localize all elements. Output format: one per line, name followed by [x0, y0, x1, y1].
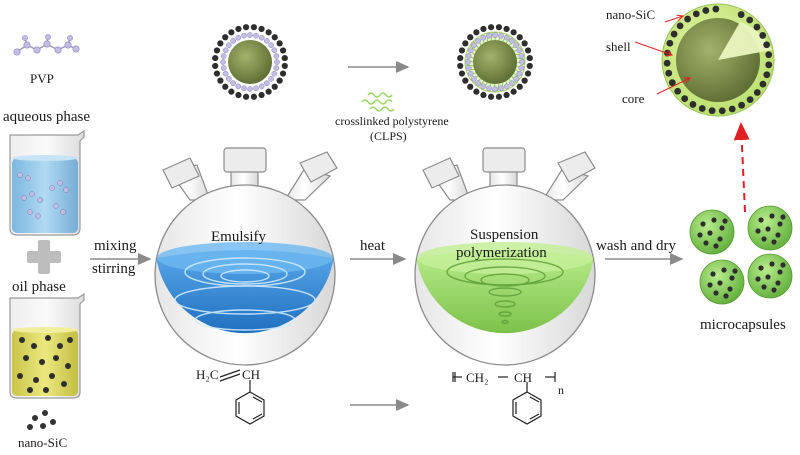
microcapsules-label: microcapsules	[700, 317, 786, 333]
heat-label: heat	[360, 238, 385, 254]
annotation-arrows	[634, 16, 690, 95]
shell-label: shell	[606, 39, 631, 54]
stirring-label: stirring	[92, 261, 136, 277]
suspension-label: Suspension	[470, 227, 539, 243]
pvp-molecule-icon	[13, 34, 80, 56]
styrene-structure	[219, 369, 265, 425]
pvp-stabilized-droplet	[212, 24, 288, 100]
clps-coated-droplet	[457, 24, 533, 100]
nano-sic-particles-icon	[27, 410, 56, 430]
polymer-n-label: n	[558, 383, 564, 397]
plus-icon	[27, 240, 61, 274]
oil-beaker	[9, 292, 85, 399]
monomer-h2c-label: H₂C	[196, 367, 219, 382]
polymerization-flask	[414, 147, 596, 366]
pvp-label: PVP	[30, 71, 54, 86]
nano-sic-top-label: nano-SiC	[606, 7, 656, 22]
microcapsule-cross-section	[661, 3, 775, 117]
clps-label-line2: (CLPS)	[370, 129, 407, 143]
emulsify-flask	[154, 147, 338, 366]
polystyrene-structure	[452, 372, 556, 425]
wash-and-dry-label: wash and dry	[596, 238, 676, 254]
polymer-ch2-label: CH₂	[466, 370, 489, 385]
polymer-ch-label: CH	[514, 370, 533, 385]
process-arrows	[90, 61, 684, 411]
oil-phase-label: oil phase	[12, 279, 66, 295]
microcapsule-cluster	[689, 205, 793, 305]
aqueous-beaker	[9, 129, 85, 236]
aqueous-phase-label: aqueous phase	[3, 109, 91, 125]
monomer-ch-label: CH	[242, 367, 261, 382]
polymerization-label: polymerization	[456, 245, 547, 261]
red-dashed-arrow	[733, 122, 750, 213]
clps-chain-icon	[361, 92, 395, 112]
clps-label-line1: crosslinked polystyrene	[335, 114, 449, 128]
mixing-label: mixing	[94, 238, 137, 254]
core-label: core	[622, 91, 645, 106]
emulsify-label: Emulsify	[211, 229, 266, 245]
nano-sic-bottom-label: nano-SiC	[18, 435, 68, 450]
